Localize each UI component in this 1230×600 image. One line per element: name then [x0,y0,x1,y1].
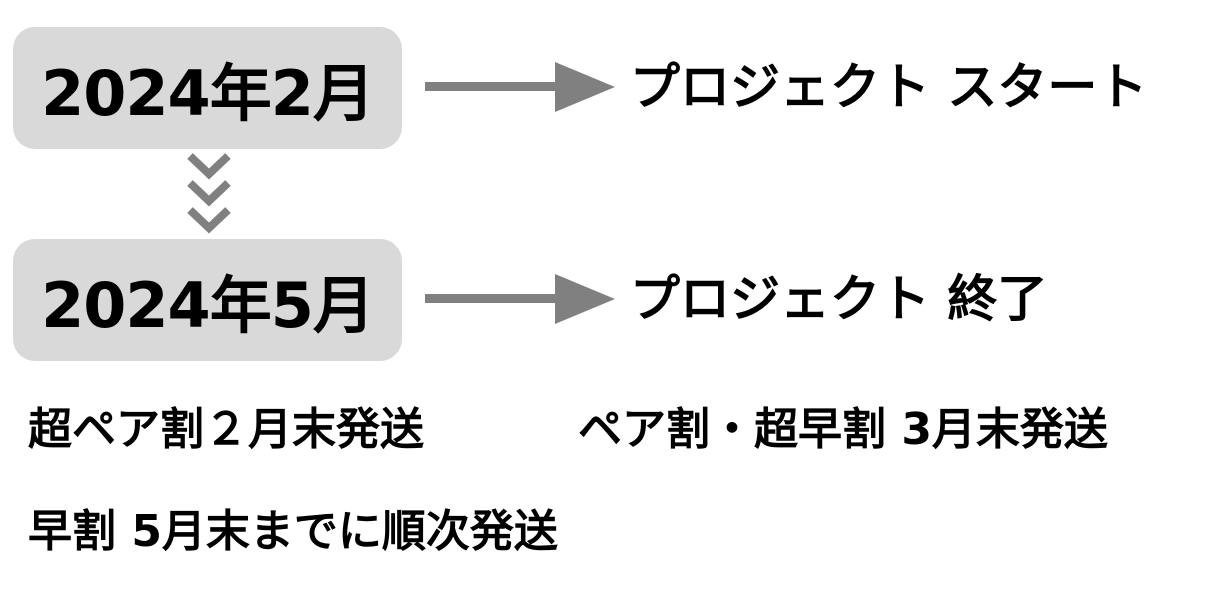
start-event-label: プロジェクト スタート [630,58,1148,116]
start-date-box: 2024年2月 [13,27,402,149]
end-arrow-right-icon [425,274,615,324]
start-arrow-right-icon [425,62,615,112]
shipping-note-early: 早割 5月末までに順次発送 [28,506,558,557]
start-date-label: 2024年2月 [41,57,375,130]
shipping-note-pair-super-early: ペア割・超早割 3月末発送 [578,404,1108,455]
end-date-label: 2024年5月 [41,269,375,342]
triple-chevron-down-icon [187,153,231,234]
end-date-box: 2024年5月 [13,239,402,361]
end-event-label: プロジェクト 終了 [630,270,1048,328]
shipping-note-super-pair: 超ペア割２月末発送 [28,404,424,455]
